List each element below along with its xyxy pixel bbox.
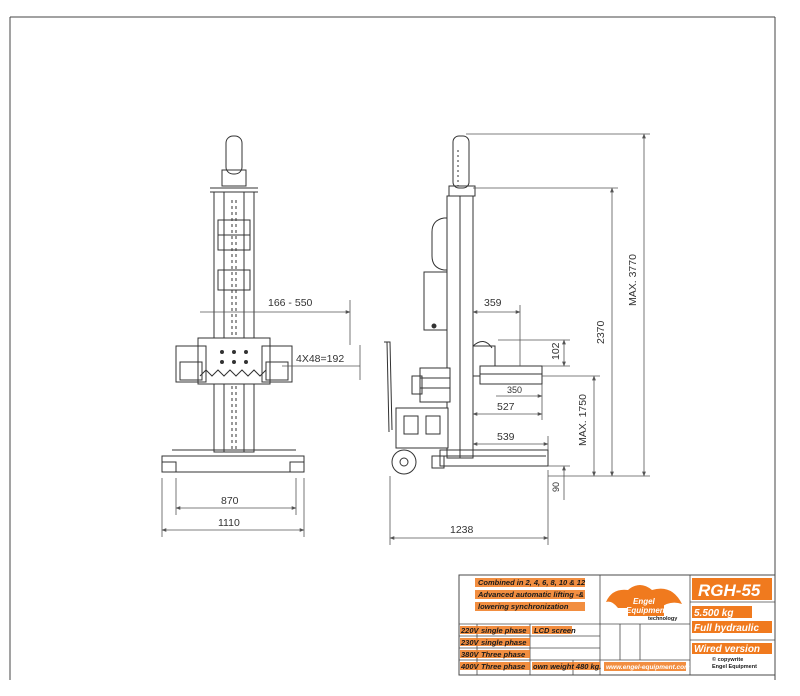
feature-line-3: lowering synchronization: [478, 602, 569, 611]
logo-line-2: Equipment: [626, 606, 668, 615]
front-view-dimension-lines: [389, 133, 650, 545]
power-3-phase: Three phase: [481, 650, 525, 659]
power-1-voltage: 220V: [460, 626, 480, 635]
dim-base-539: 539: [497, 431, 515, 443]
front-view-dimension-labels: MAX. 3770 2370 MAX. 1750 359 102 350 527…: [450, 254, 639, 536]
power-4-voltage: 400V: [460, 662, 480, 671]
dim-arm-thickness: 102: [550, 342, 562, 360]
dim-column-height: 2370: [595, 320, 607, 344]
power-4-phase: Three phase: [481, 662, 525, 671]
lift-capacity: 5.500 kg: [694, 608, 733, 619]
side-view-dimension-lines: [161, 300, 361, 537]
dim-top-width: 166 - 550: [268, 297, 313, 309]
power-1-phase: single phase: [481, 626, 526, 635]
model-name: RGH-55: [698, 581, 761, 600]
dim-arm-offset: 359: [484, 297, 502, 309]
power-4-extra: own weight 480 kg.: [533, 662, 601, 671]
feature-line-1: Combined in 2, 4, 6, 8, 10 & 12: [478, 578, 586, 587]
dim-max-height: MAX. 3770: [627, 254, 639, 306]
dim-fork-spacing: 4X48=192: [296, 353, 344, 365]
dim-arm-527: 527: [497, 401, 515, 413]
engel-logo: Engel Equipment technology: [606, 585, 682, 622]
dim-outer-width: 1110: [218, 517, 240, 529]
side-view-drawing: [161, 135, 305, 473]
dim-base-height: 90: [551, 482, 561, 492]
front-view-drawing: [384, 135, 549, 475]
title-block: Combined in 2, 4, 6, 8, 10 & 12 Advanced…: [458, 574, 776, 676]
side-view-dimension-labels: 166 - 550 4X48=192 870 1110: [218, 297, 344, 529]
drawing-frame: [9, 16, 776, 680]
dim-arm-350: 350: [507, 385, 522, 395]
logo-line-1: Engel: [633, 597, 656, 606]
website-link[interactable]: www.engel-equipment.com: [606, 664, 690, 671]
power-2-phase: single phase: [481, 638, 526, 647]
power-1-extra: LCD screen: [534, 626, 576, 635]
version-type: Wired version: [694, 644, 760, 655]
copyright-line-2: Engel Equipment: [712, 664, 757, 670]
copyright-line-1: © copywrite: [712, 656, 743, 663]
feature-line-2: Advanced automatic lifting -&: [477, 590, 584, 599]
power-2-voltage: 230V: [460, 638, 480, 647]
dim-inner-width: 870: [221, 495, 239, 507]
power-3-voltage: 380V: [461, 650, 480, 659]
dim-overall-length: 1238: [450, 524, 474, 536]
logo-tagline: technology: [648, 616, 678, 622]
dim-max-lift: MAX. 1750: [577, 394, 589, 446]
drive-type: Full hydraulic: [694, 623, 759, 634]
